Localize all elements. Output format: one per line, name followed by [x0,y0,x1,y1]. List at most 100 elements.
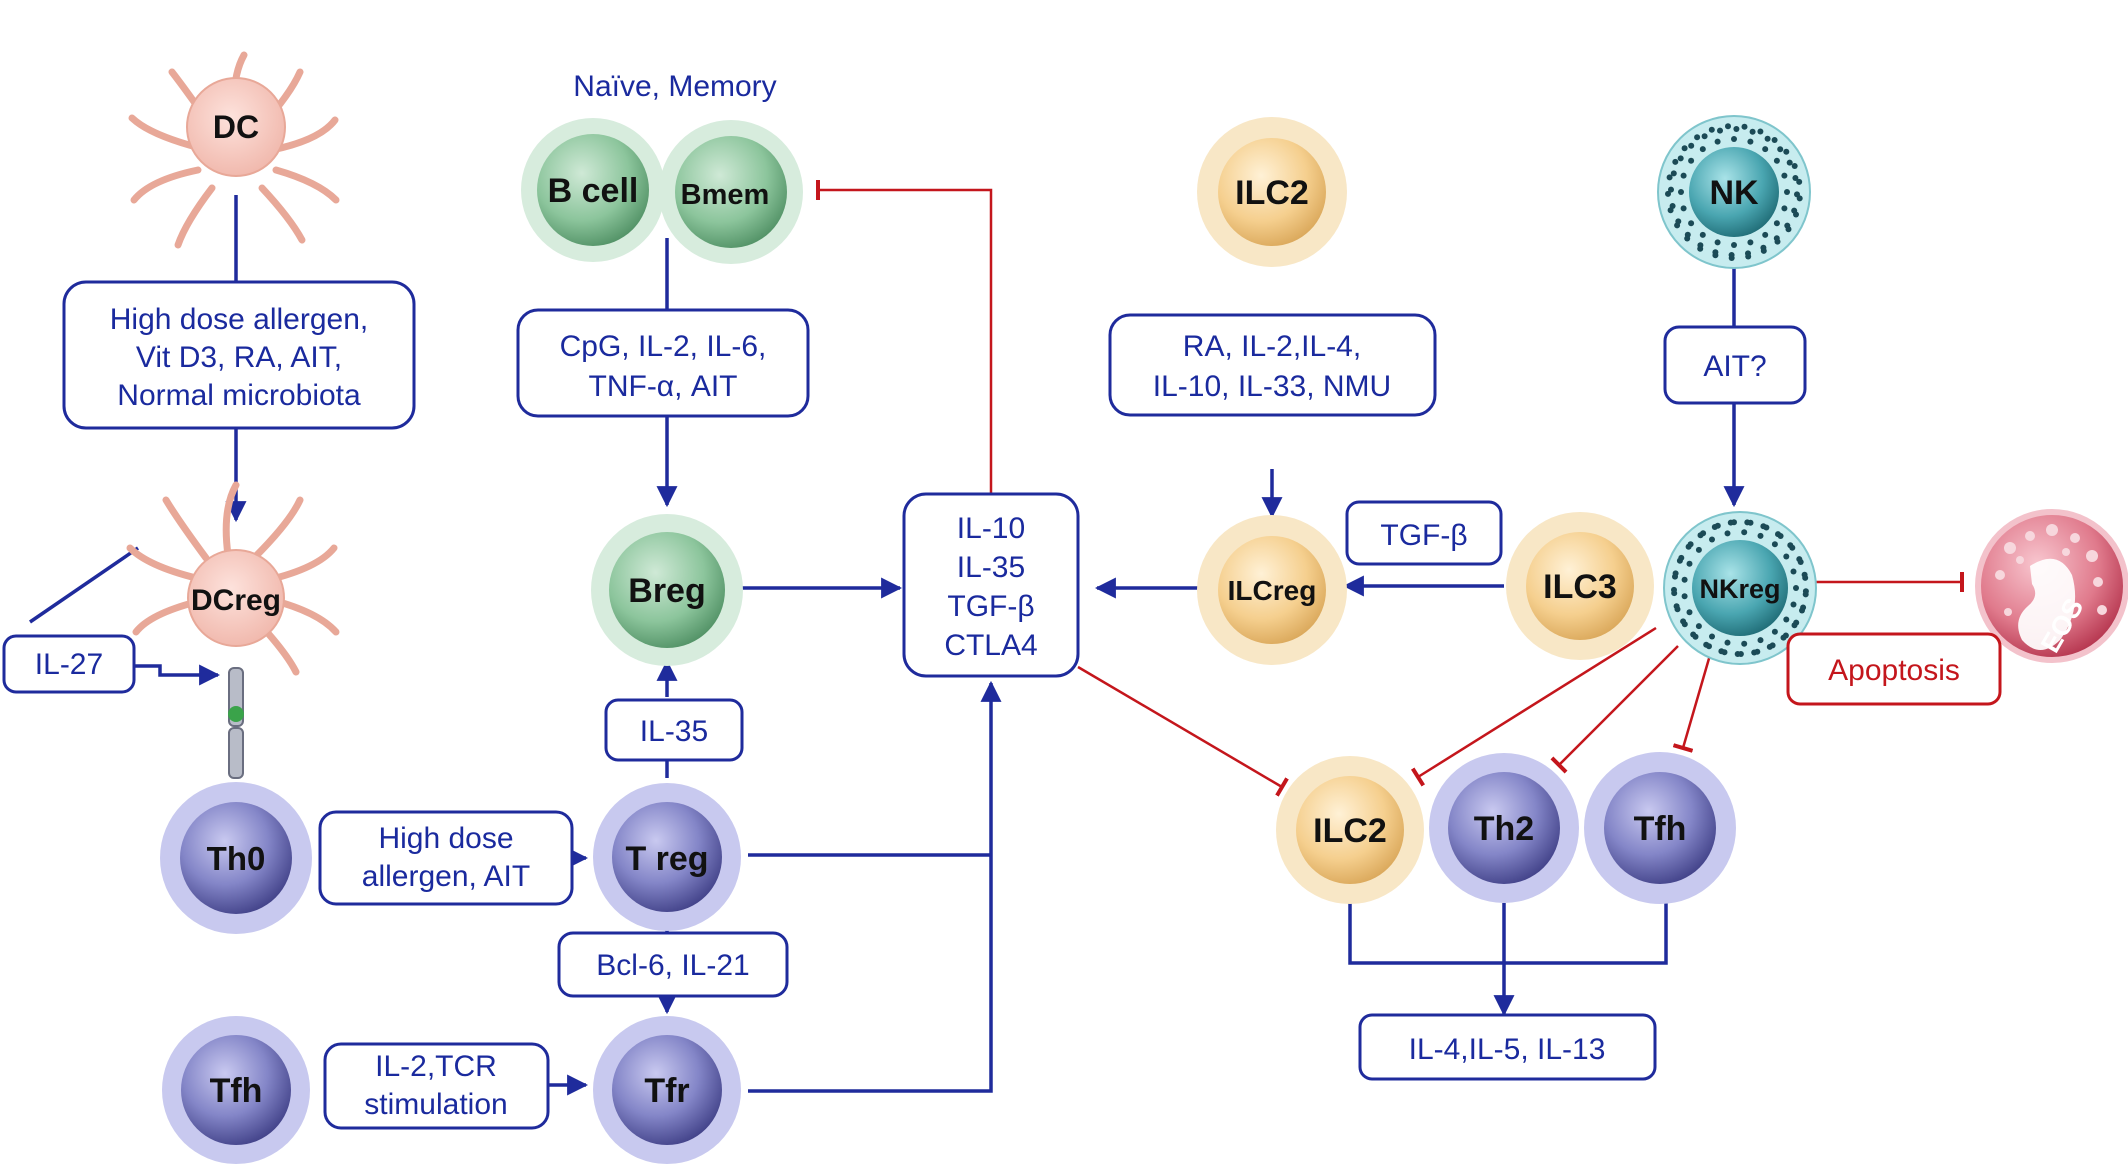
central-cytokine-1: IL-10 [957,512,1025,545]
granule-dot [1741,640,1748,647]
central-cytokines-box: IL-10 IL-35 TGF-β CTLA4 [902,492,1080,678]
granule-dot [1681,593,1688,600]
granule-dot [1701,133,1708,140]
granule-dot [1700,530,1707,537]
granule-dot [1802,591,1809,598]
granule-dot [1766,643,1773,650]
granule-dot [1773,220,1780,227]
ilc2-top-cell [1197,117,1347,267]
tfh-inducers-line-2: stimulation [364,1088,507,1121]
granule-dot [1793,585,1799,591]
granule-dot [1666,174,1673,181]
b-inducers-box: CpG, IL-2, IL-6, TNF-α, AIT [516,308,810,418]
central-cytokine-2: IL-35 [957,551,1025,584]
granule-dot [1771,628,1778,635]
breg-cell [591,514,743,666]
tfh-inducers-box: IL-2,TCR stimulation [323,1042,550,1130]
granule-dot [1697,245,1704,252]
granule-dot [1709,633,1715,640]
granule-dot [1749,128,1756,135]
ait-question-box: AIT? [1663,325,1807,405]
bcl6-box: Bcl-6, IL-21 [557,931,789,998]
granule-dot [1762,146,1769,153]
granule-dot [1688,142,1695,149]
granule-dot [1777,146,1784,153]
granule-dot [1674,222,1681,229]
granule-dot [1731,519,1737,526]
granule-dot [1773,157,1780,164]
th0-cell [160,782,312,934]
granule-dot [1680,618,1687,625]
ilc-inducers-line-2: IL-10, IL-33, NMU [1153,370,1391,403]
dc-inducers-box: High dose allergen, Vit D3, RA, AIT, Nor… [62,280,416,430]
central-cytokine-3: TGF-β [947,590,1034,623]
granule-dot [1789,544,1796,551]
granule-dot [1677,155,1684,162]
granule-dot [1673,603,1680,610]
granule-dot [1694,134,1701,141]
granule-dot [1783,148,1790,155]
dc-inducers-line-2: Vit D3, RA, AIT, [136,341,342,374]
tfr-cell [593,1016,741,1164]
b-cell-label: B cell [548,172,639,210]
granule-dot [1688,157,1695,164]
red-inhibitions [816,180,1964,797]
ilc3-label: ILC3 [1543,568,1617,606]
effector-cytokines-text: IL-4,IL-5, IL-13 [1409,1033,1606,1066]
granule-dot [1780,634,1787,641]
naive-memory-label: Naïve, Memory [573,70,776,103]
tfh-inducers-line-1: IL-2,TCR [375,1050,497,1083]
granule-dot [1708,126,1715,133]
tfr-label: Tfr [644,1072,689,1110]
granule-dot [1709,536,1715,543]
granule-dot [1757,532,1764,539]
ilcreg-label: ILCreg [1228,575,1317,606]
granule-dot [1688,220,1695,227]
granule-dot [1781,172,1788,179]
breg-label: Breg [628,572,705,610]
granule-dot [1783,553,1790,560]
granule-dot [1741,123,1748,130]
th0-inducers-box: High dose allergen, AIT [318,810,574,906]
ilc3-cell [1506,512,1654,660]
granule-dot [1681,576,1688,583]
th0-inducers-line-1: High dose [378,822,513,855]
granule-dot [1699,231,1706,238]
granule-dot [1786,159,1793,166]
granule-dot [1667,207,1674,214]
treg-label: T reg [625,840,708,878]
granule-dot [1785,226,1792,233]
blue-arrows [29,195,1745,1096]
il35-box: IL-35 [604,698,744,762]
granule-dot [1665,190,1671,197]
dc-label: DC [213,109,259,145]
nk-label: NK [1709,174,1759,212]
b-cell [521,118,665,262]
granule-dot [1695,623,1702,630]
nk-cell [1657,115,1811,269]
granule-dot [1678,554,1685,561]
dcreg-label: DCreg [191,584,281,617]
granule-dot [1734,651,1741,657]
eos-cell [1975,509,2128,663]
granule-dot [1680,172,1687,179]
dc-inducers-line-1: High dose allergen, [110,303,369,336]
granule-dot [1747,239,1754,246]
granule-dot [1717,127,1723,134]
il27-box: IL-27 [2,634,136,694]
nkreg-cell [1663,511,1817,665]
granule-dot [1796,178,1803,185]
granule-dot [1680,205,1687,212]
granule-dot [1796,195,1803,202]
granule-dot [1714,239,1721,246]
granule-dot [1712,252,1719,259]
granule-dot [1777,533,1784,539]
granule-dot [1741,529,1748,536]
granule-dot [1695,546,1702,553]
granule-dot [1733,126,1740,132]
granule-dot [1790,568,1797,575]
granule-dot [1670,170,1677,177]
granule-dot [1687,541,1694,548]
granule-dot [1724,639,1731,646]
granule-dot [1751,649,1758,656]
